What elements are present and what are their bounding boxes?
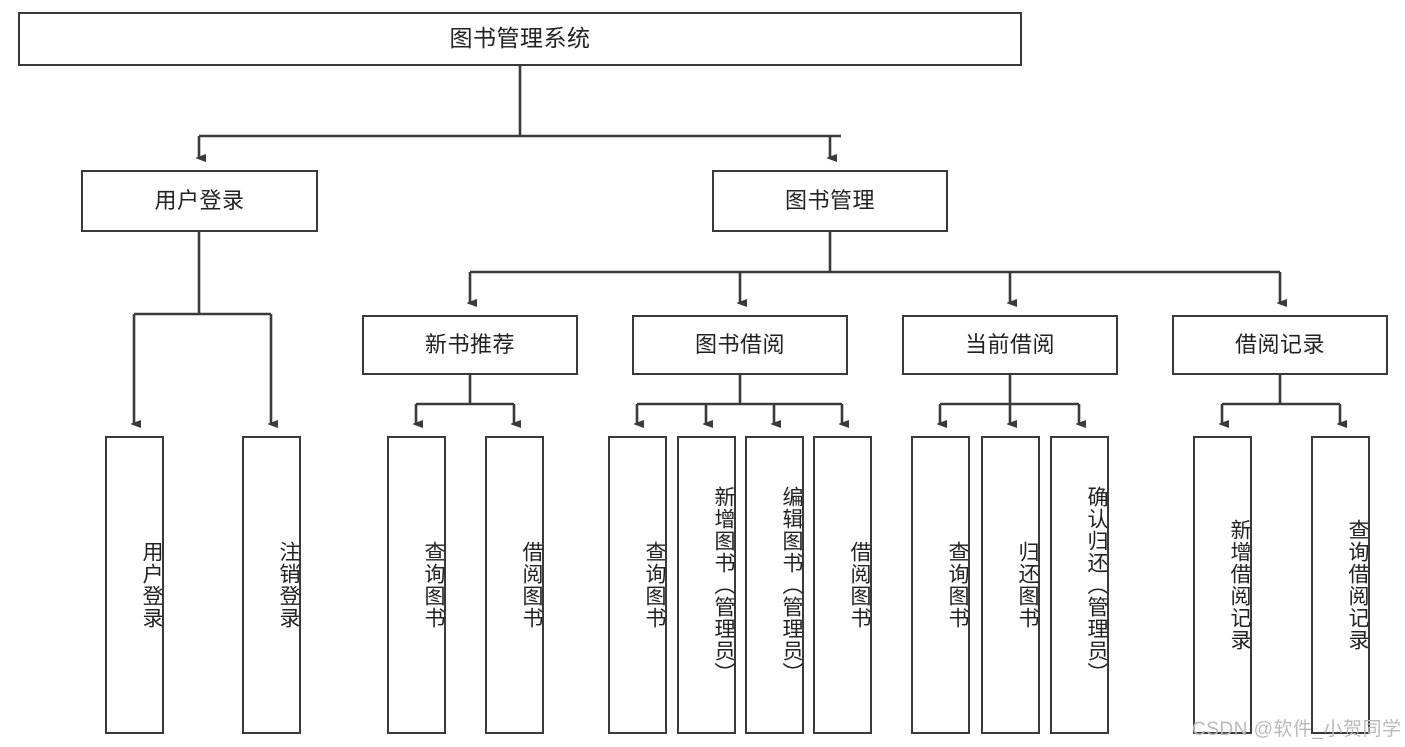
node-leaf-query-borrow-record-label: 查询借阅记录 [1346, 519, 1369, 651]
node-borrow-record-label: 借阅记录 [1234, 332, 1325, 358]
node-leaf-confirm-return-admin-label: 确认归还（管理员） [1085, 486, 1108, 684]
node-book-management-label: 图书管理 [784, 188, 875, 214]
node-leaf-query-book-current-label: 查询图书 [946, 541, 969, 629]
csdn-watermark: CSDN @软件_小贺同学 [1192, 719, 1402, 740]
node-leaf-logout[interactable]: 注销登录 [242, 436, 301, 734]
node-book-management[interactable]: 图书管理 [712, 170, 948, 232]
node-leaf-add-book-admin-label: 新增图书（管理员） [712, 486, 735, 684]
node-leaf-query-book-rec[interactable]: 查询图书 [387, 436, 446, 734]
node-leaf-confirm-return-admin[interactable]: 确认归还（管理员） [1050, 436, 1109, 734]
node-leaf-add-book-admin[interactable]: 新增图书（管理员） [677, 436, 736, 734]
node-leaf-return-book[interactable]: 归还图书 [981, 436, 1040, 734]
node-leaf-add-borrow-record-label: 新增借阅记录 [1228, 519, 1251, 651]
node-user-login-label: 用户登录 [154, 188, 245, 214]
node-new-book-recommend[interactable]: 新书推荐 [362, 315, 578, 375]
node-book-borrow-label: 图书借阅 [694, 332, 785, 358]
node-leaf-query-book[interactable]: 查询图书 [608, 436, 667, 734]
node-leaf-edit-book-admin[interactable]: 编辑图书（管理员） [745, 436, 804, 734]
node-current-borrow[interactable]: 当前借阅 [902, 315, 1118, 375]
node-current-borrow-label: 当前借阅 [964, 332, 1055, 358]
node-leaf-borrow-book-label: 借阅图书 [848, 541, 871, 629]
node-leaf-query-book-rec-label: 查询图书 [422, 541, 445, 629]
node-leaf-logout-label: 注销登录 [277, 541, 300, 629]
node-leaf-query-book-label: 查询图书 [643, 541, 666, 629]
node-book-borrow[interactable]: 图书借阅 [632, 315, 848, 375]
node-new-book-recommend-label: 新书推荐 [424, 332, 515, 358]
node-leaf-user-login-label: 用户登录 [140, 541, 163, 629]
node-root-system-label: 图书管理系统 [449, 25, 591, 52]
node-user-login[interactable]: 用户登录 [81, 170, 318, 232]
node-leaf-borrow-book-rec[interactable]: 借阅图书 [485, 436, 544, 734]
node-borrow-record[interactable]: 借阅记录 [1172, 315, 1388, 375]
node-leaf-add-borrow-record[interactable]: 新增借阅记录 [1193, 436, 1252, 734]
node-root-system[interactable]: 图书管理系统 [18, 12, 1022, 66]
node-leaf-query-book-current[interactable]: 查询图书 [911, 436, 970, 734]
node-leaf-user-login[interactable]: 用户登录 [105, 436, 164, 734]
node-leaf-return-book-label: 归还图书 [1016, 541, 1039, 629]
node-leaf-borrow-book-rec-label: 借阅图书 [520, 541, 543, 629]
node-leaf-edit-book-admin-label: 编辑图书（管理员） [780, 486, 803, 684]
node-leaf-query-borrow-record[interactable]: 查询借阅记录 [1311, 436, 1370, 734]
node-leaf-borrow-book[interactable]: 借阅图书 [813, 436, 872, 734]
